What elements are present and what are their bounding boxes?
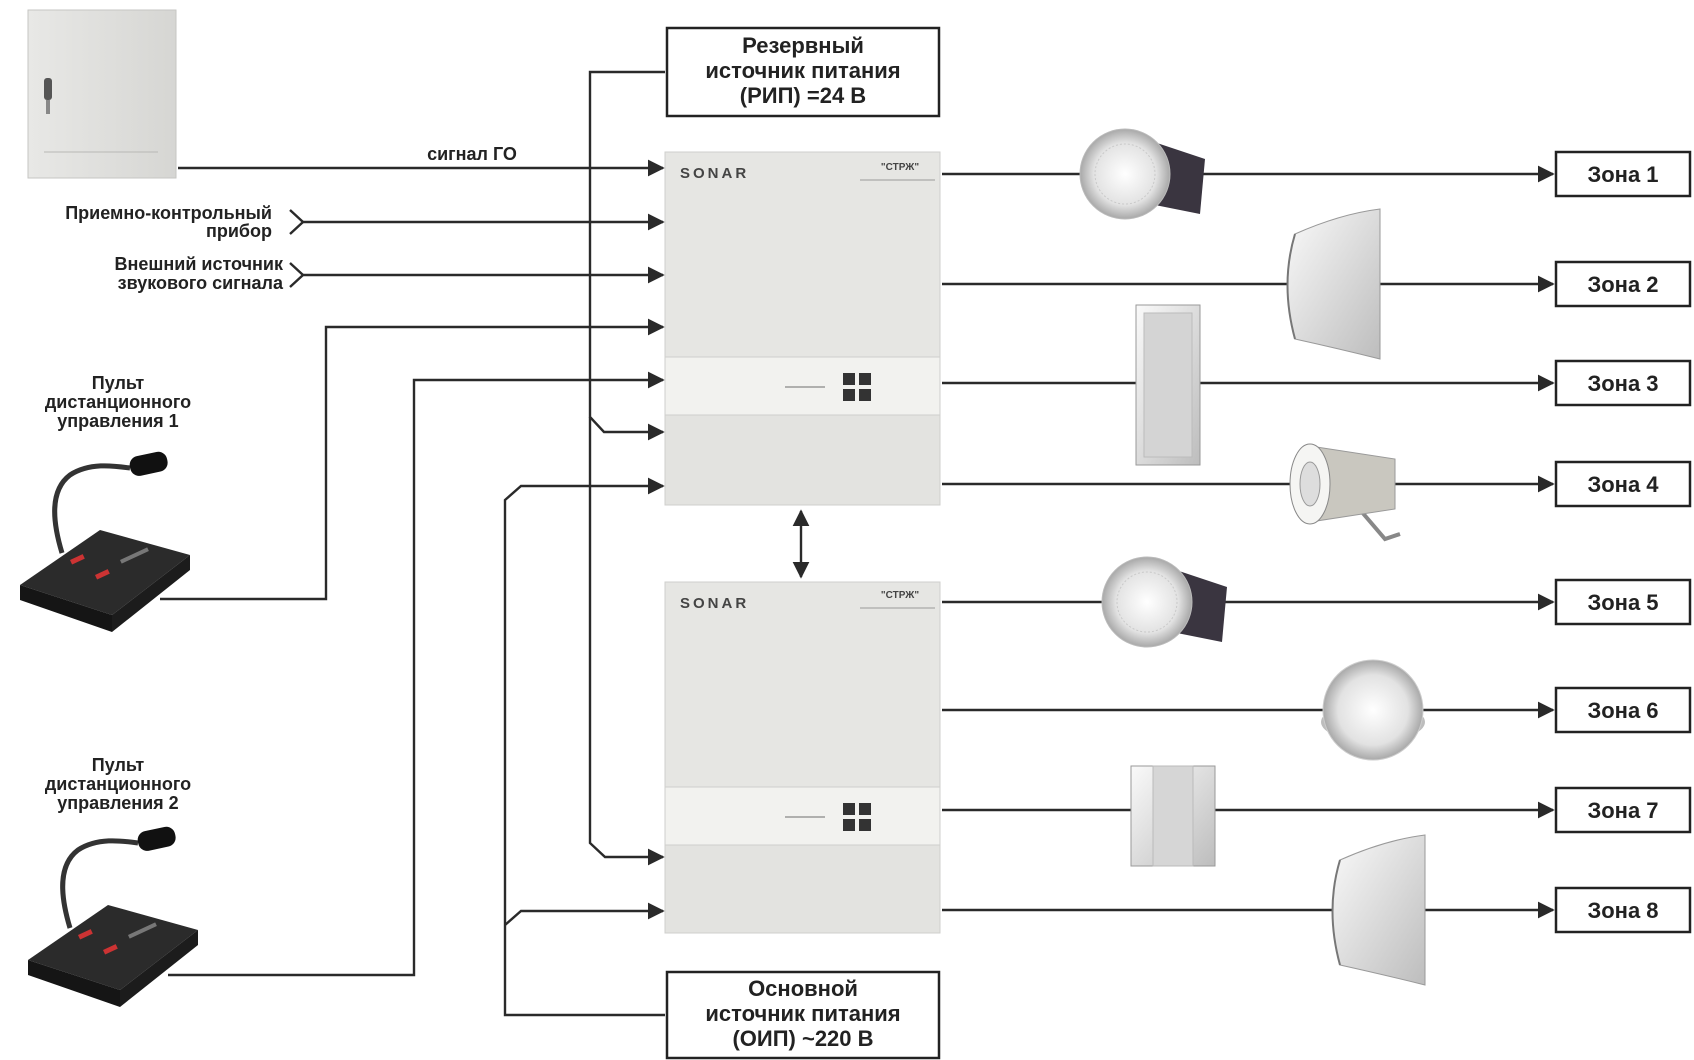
box-speaker-icon: [1131, 766, 1215, 866]
amplifier-upper-brand: SONAR: [680, 165, 749, 182]
microphone-console-2: [28, 825, 198, 1007]
zone-box: Зона 4: [1556, 462, 1690, 506]
zone-box: Зона 7: [1556, 788, 1690, 832]
backup-power-line-2: источник питания: [705, 58, 900, 83]
main-power-line-1: Основной: [748, 976, 858, 1001]
zone-box: Зона 3: [1556, 361, 1690, 405]
remote-1-label-3: управления 1: [57, 411, 178, 431]
amplifier-upper-model: "СТРЖ": [881, 162, 919, 173]
column-speaker-icon: [1136, 305, 1200, 465]
backup-power-wire-lower: [590, 417, 663, 857]
zone-label: Зона 5: [1587, 590, 1658, 615]
go-signal-label: сигнал ГО: [427, 144, 517, 164]
control-panel-label-1: Приемно-контрольный: [65, 203, 272, 223]
remote-1-label-1: Пульт: [92, 373, 145, 393]
backup-power-line-3: (РИП) =24 В: [740, 83, 866, 108]
output-wiring: Зона 1 Зона 2 Зона 3 Зона 4 Зона 5 Зона 6 Зона…: [942, 129, 1690, 985]
main-power-wire-lower: [505, 911, 663, 925]
zone-label: Зона 2: [1587, 272, 1658, 297]
amplifier-lower-model: "СТРЖ": [881, 590, 919, 601]
wall-horn-speaker-icon: [1333, 835, 1426, 985]
remote-1-wire: [160, 327, 663, 599]
amplifier-lower-brand: SONAR: [680, 595, 749, 612]
control-panel-chevron: [290, 210, 303, 234]
amplifier-upper: SONAR "СТРЖ": [665, 152, 940, 505]
zone-label: Зона 4: [1587, 472, 1659, 497]
zone-label: Зона 8: [1587, 898, 1658, 923]
external-source-label-1: Внешний источник: [115, 254, 284, 274]
backup-power-wire-upper: [590, 72, 665, 432]
control-panel-label-2: прибор: [206, 221, 272, 241]
external-source-chevron: [290, 263, 303, 287]
main-power-line-2: источник питания: [705, 1001, 900, 1026]
remote-2-wire: [168, 380, 663, 975]
remote-2-label-1: Пульт: [92, 755, 145, 775]
zone-label: Зона 3: [1587, 371, 1658, 396]
zone-label: Зона 6: [1587, 698, 1658, 723]
main-power-box: Основной источник питания (ОИП) ~220 В: [667, 972, 939, 1058]
main-power-wire-upper: [505, 486, 665, 1015]
microphone-console-1: [20, 450, 190, 632]
ceiling-round-speaker-icon: [1321, 660, 1425, 760]
external-source-label-2: звукового сигнала: [118, 273, 284, 293]
zone-label: Зона 1: [1587, 162, 1658, 187]
wall-horn-speaker-icon: [1288, 209, 1381, 359]
ceiling-speaker-icon: [1102, 557, 1227, 647]
remote-2-label-3: управления 2: [57, 793, 178, 813]
backup-power-box: Резервный источник питания (РИП) =24 В: [667, 28, 939, 116]
zone-box: Зона 8: [1556, 888, 1690, 932]
remote-1-label-2: дистанционного: [45, 392, 191, 412]
ceiling-speaker-icon: [1080, 129, 1205, 219]
backup-power-line-1: Резервный: [742, 33, 864, 58]
amplifier-lower: SONAR "СТРЖ": [665, 582, 940, 933]
zone-box: Зона 2: [1556, 262, 1690, 306]
horn-speaker-icon: [1290, 444, 1400, 539]
zone-box: Зона 6: [1556, 688, 1690, 732]
go-signal-cabinet: [28, 10, 176, 178]
remote-2-label-2: дистанционного: [45, 774, 191, 794]
main-power-line-3: (ОИП) ~220 В: [732, 1026, 873, 1051]
zone-label: Зона 7: [1587, 798, 1658, 823]
zone-box: Зона 5: [1556, 580, 1690, 624]
zone-box: Зона 1: [1556, 152, 1690, 196]
